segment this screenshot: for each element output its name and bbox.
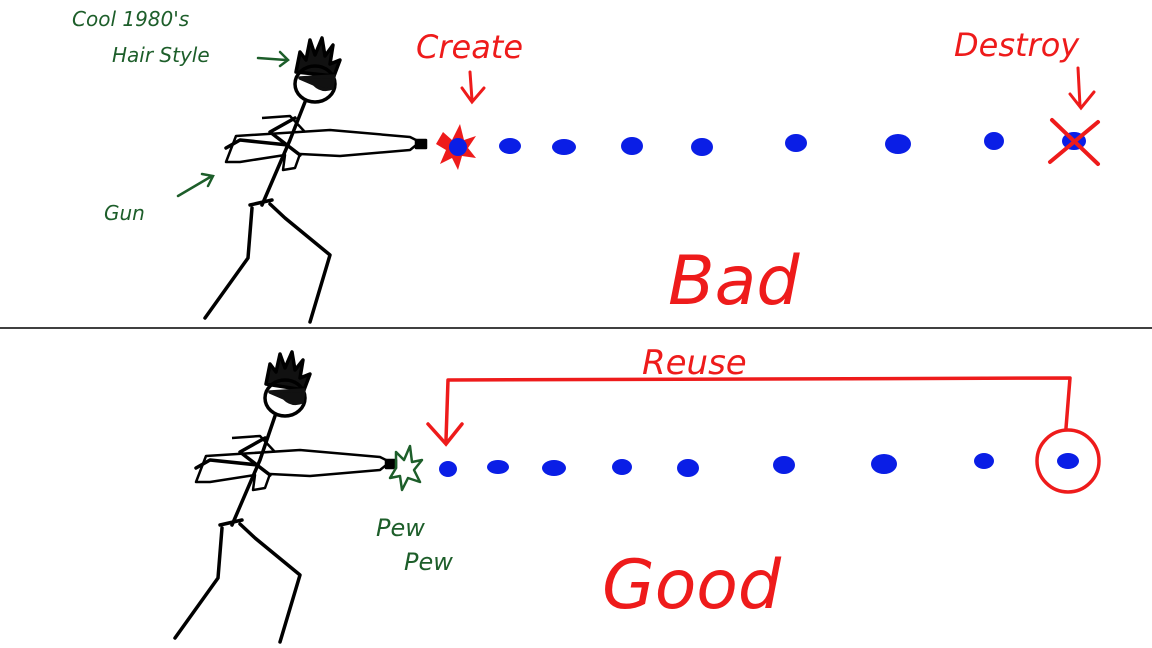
bullet [871,454,897,474]
bullet [984,132,1004,150]
bullet [785,134,807,152]
muzzle-flash-icon [388,444,424,492]
bullet-stream-top [449,132,1086,156]
leg-back [173,526,224,640]
arm-back [194,458,260,470]
bullet [449,138,467,156]
bullet [612,459,632,475]
panel-bad: Cool 1980's Hair Style Gun Create Destro… [72,7,1100,324]
bullet [1057,453,1079,469]
bullet [552,139,576,155]
leg-front [268,202,332,324]
reuse-loop-arrow [444,376,1072,442]
gun-icon-bottom [194,434,398,492]
bullet [621,137,643,155]
gun-arrow-icon [176,172,215,198]
bullet [677,459,699,477]
pelvis [248,198,274,207]
pew-label-line2: Pew [404,548,453,576]
arm-front [268,116,302,157]
reuse-arrowhead-icon [426,422,464,447]
arm-front [238,436,272,477]
leg-front [238,522,302,644]
gun-label: Gun [104,201,145,225]
hair-arrow-icon [256,50,290,68]
panel-good: Reuse Pew Pew Good [173,343,1101,644]
verdict-bad: Bad [668,242,800,321]
stick-figure-bottom [173,350,312,644]
bullet [499,138,521,154]
head [263,378,307,418]
sunglasses-icon [298,74,336,92]
pelvis [218,518,244,527]
destroy-x-icon [1048,118,1100,166]
arm-back [224,138,290,150]
reuse-label: Reuse [642,343,747,383]
bullet [974,453,994,469]
reuse-circle-icon [1035,428,1101,494]
destroy-arrow-icon [1068,66,1096,111]
gun-icon-top [224,114,428,172]
bullet [691,138,713,156]
bullet [542,460,566,476]
hair-label-line1: Cool 1980's [72,7,189,31]
sunglasses-icon [268,388,306,406]
hair-label-line2: Hair Style [112,43,210,67]
bullet [885,134,911,154]
create-arrow-icon [460,70,486,105]
pew-label-line1: Pew [376,514,425,542]
leg-back [203,206,254,320]
bullet [439,461,457,477]
bullet [487,460,509,474]
destroy-label: Destroy [954,26,1080,64]
head [293,64,337,104]
bullet [773,456,795,474]
torso [260,100,307,207]
stick-figure-top [203,36,342,324]
bullet-stream-bottom [439,453,1079,477]
verdict-good: Good [602,546,782,625]
torso [230,414,277,527]
create-label: Create [416,28,523,66]
